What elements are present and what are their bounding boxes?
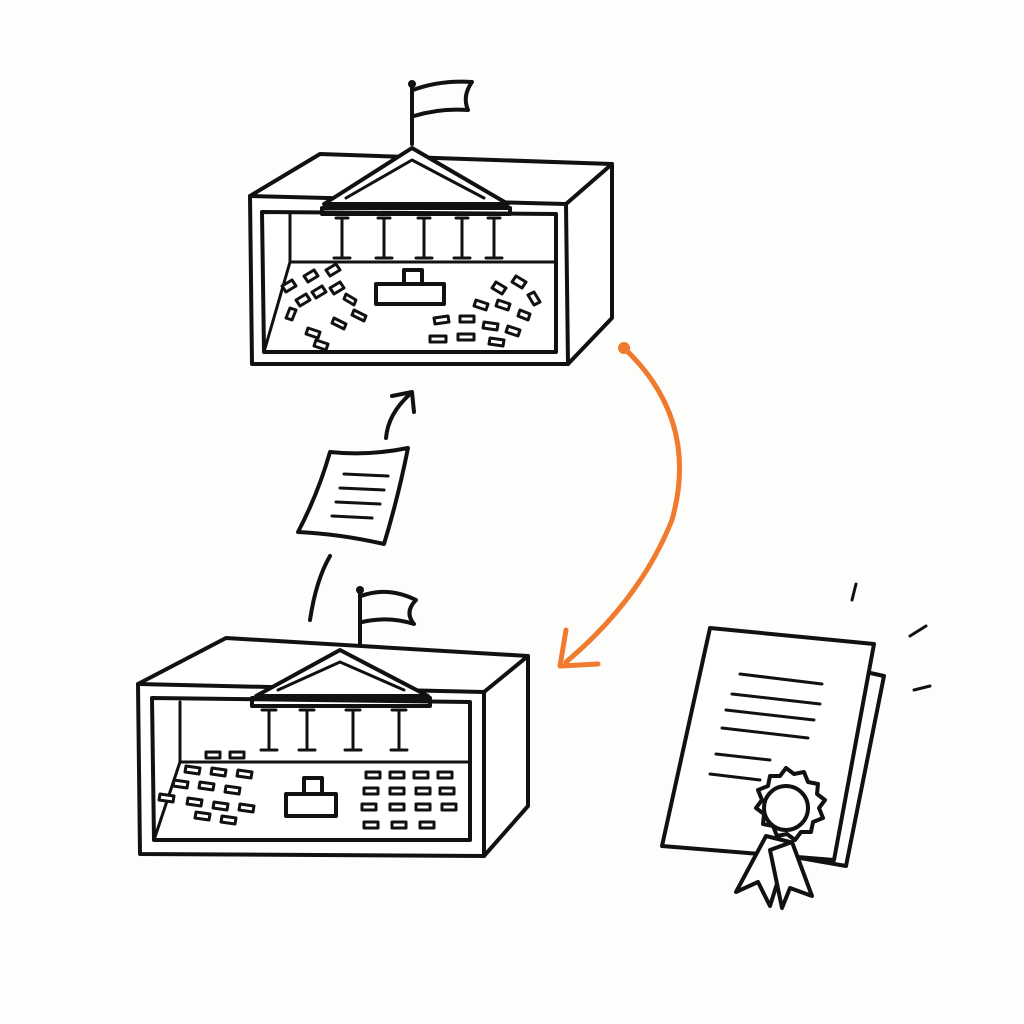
upward-arrow-icon — [384, 390, 416, 440]
lower-chamber-building-icon — [136, 586, 530, 858]
connector-line — [308, 554, 332, 622]
upper-chamber-building-icon — [248, 79, 614, 366]
certificate-with-seal-icon — [660, 626, 886, 910]
orange-return-arrow-icon — [557, 342, 683, 669]
sparkle-icon — [850, 582, 932, 692]
bill-document-icon — [296, 446, 410, 546]
